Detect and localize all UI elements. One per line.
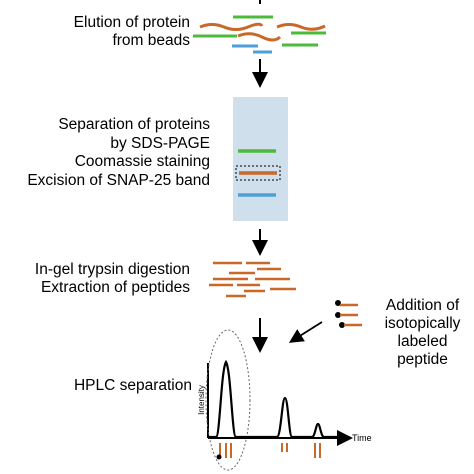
x-axis-label: Time: [352, 433, 372, 443]
hplc-label-text: HPLC separation: [73, 377, 192, 394]
protein-orange: [237, 32, 282, 42]
isotope-label-dot: [335, 312, 341, 318]
isotope-label-dot: [339, 322, 345, 328]
excision-box: [235, 165, 281, 181]
sds-label-line1: Separation of proteins: [58, 116, 210, 133]
peptide-fragments: [209, 261, 296, 298]
isotope-label-dot: [216, 454, 222, 460]
sds-page-label: Separation of proteins by SDS-PAGE Cooma…: [27, 116, 210, 190]
sds-page-gel: [233, 97, 288, 221]
elution-label: Elution of protein from beads: [74, 14, 190, 50]
chromatogram-trace: [208, 359, 340, 439]
y-axis-label: Intensity: [197, 385, 206, 415]
labeled-peptides: [335, 300, 362, 328]
sds-label-line2: by SDS-PAGE: [110, 134, 210, 152]
sds-label-line4: Excision of SNAP-25 band: [27, 171, 210, 189]
elution-label-line2: from beads: [112, 32, 190, 49]
labeled-peptide-label: Addition of isotopically labeled peptide: [371, 297, 474, 369]
digestion-label-line2: Extraction of peptides: [40, 279, 190, 296]
labeled-label-line1: Addition of: [385, 297, 460, 314]
chromatogram: Intensity Time: [197, 329, 372, 471]
isotope-label-dot: [335, 300, 341, 306]
labeled-label-line2: isotopically: [384, 315, 461, 332]
protein-orange: [199, 22, 264, 31]
digestion-label: In-gel trypsin digestion Extraction of p…: [35, 261, 190, 297]
selected-peak-ellipse: [205, 329, 251, 471]
sds-label-line3: Coomassie staining: [74, 153, 210, 170]
hplc-label: HPLC separation: [74, 377, 192, 395]
protein-orange: [276, 23, 326, 31]
gel-lane: [233, 97, 288, 221]
digestion-label-line1: In-gel trypsin digestion: [34, 261, 190, 278]
labeled-label-line3: labeled peptide: [397, 333, 448, 368]
protein-mixture: [193, 15, 326, 54]
elution-label-line1: Elution of protein: [73, 14, 190, 31]
arrow-labeled: [288, 321, 323, 343]
